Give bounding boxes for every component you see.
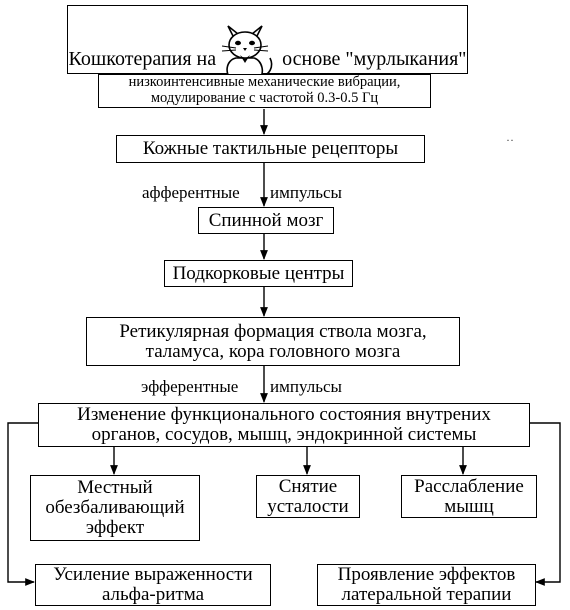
cat-icon: [210, 14, 280, 84]
spinal-label: Спинной мозг: [208, 209, 324, 231]
fatigue-line-2: усталости: [267, 495, 349, 517]
arrow-change-to-alpha: [7, 422, 38, 586]
receptors-box: Кожные тактильные рецепторы: [116, 135, 425, 163]
stray-dots: ··: [506, 133, 514, 147]
subtitle-box: низкоинтенсивные механические вибрации, …: [98, 74, 431, 108]
relax-line-2: мышц: [444, 495, 494, 517]
receptors-label: Кожные тактильные рецепторы: [142, 138, 399, 160]
change-line-2: органов, сосудов, мышц, эндокринной сист…: [91, 424, 477, 445]
alpha-line-1: Усиление выраженности: [53, 564, 253, 586]
subtitle-line-1: низкоинтенсивные механические вибрации,: [128, 74, 401, 91]
lateral-line-1: Проявление эффектов: [337, 564, 516, 586]
lateral-line-2: латеральной терапии: [341, 584, 512, 605]
lateral-therapy-box: Проявление эффектов латеральной терапии: [317, 564, 536, 606]
local-line-2: обезбаливающий: [45, 497, 185, 519]
title-suffix: основе "мурлыкания": [282, 48, 467, 70]
local-line-1: Местный: [77, 477, 153, 499]
title-prefix: Кошкотерапия на: [68, 48, 217, 70]
afferent-label-right: импульсы: [270, 183, 342, 202]
alpha-rhythm-box: Усиление выраженности альфа-ритма: [35, 564, 271, 606]
alpha-line-2: альфа-ритма: [101, 584, 205, 605]
arrow-change-to-lateral: [530, 422, 561, 586]
local-line-3: эффект: [85, 516, 145, 538]
reticular-box: Ретикулярная формация ствола мозга, тала…: [86, 317, 460, 366]
reticular-line-1: Ретикулярная формация ствола мозга,: [119, 320, 427, 342]
afferent-label-left: афферентные: [142, 183, 240, 202]
spinal-box: Спинной мозг: [198, 207, 334, 234]
local-effect-box: Местный обезбаливающий эффект: [30, 475, 200, 541]
fatigue-line-1: Снятие: [278, 475, 338, 497]
subcortical-box: Подкорковые центры: [164, 260, 353, 287]
efferent-label-right: импульсы: [270, 377, 342, 396]
subtitle-line-2: модулирование с частотой 0.3-0.5 Гц: [150, 90, 379, 106]
relax-box: Расслабление мышц: [401, 475, 537, 518]
fatigue-box: Снятие усталости: [256, 475, 360, 518]
efferent-label-left: эфферентные: [141, 377, 239, 396]
change-box: Изменение функционального состояния внут…: [38, 403, 530, 447]
relax-line-1: Расслабление: [414, 475, 524, 497]
change-line-1: Изменение функционального состояния внут…: [77, 404, 491, 426]
subcortical-label: Подкорковые центры: [172, 262, 345, 284]
reticular-line-2: таламуса, кора головного мозга: [145, 340, 401, 362]
